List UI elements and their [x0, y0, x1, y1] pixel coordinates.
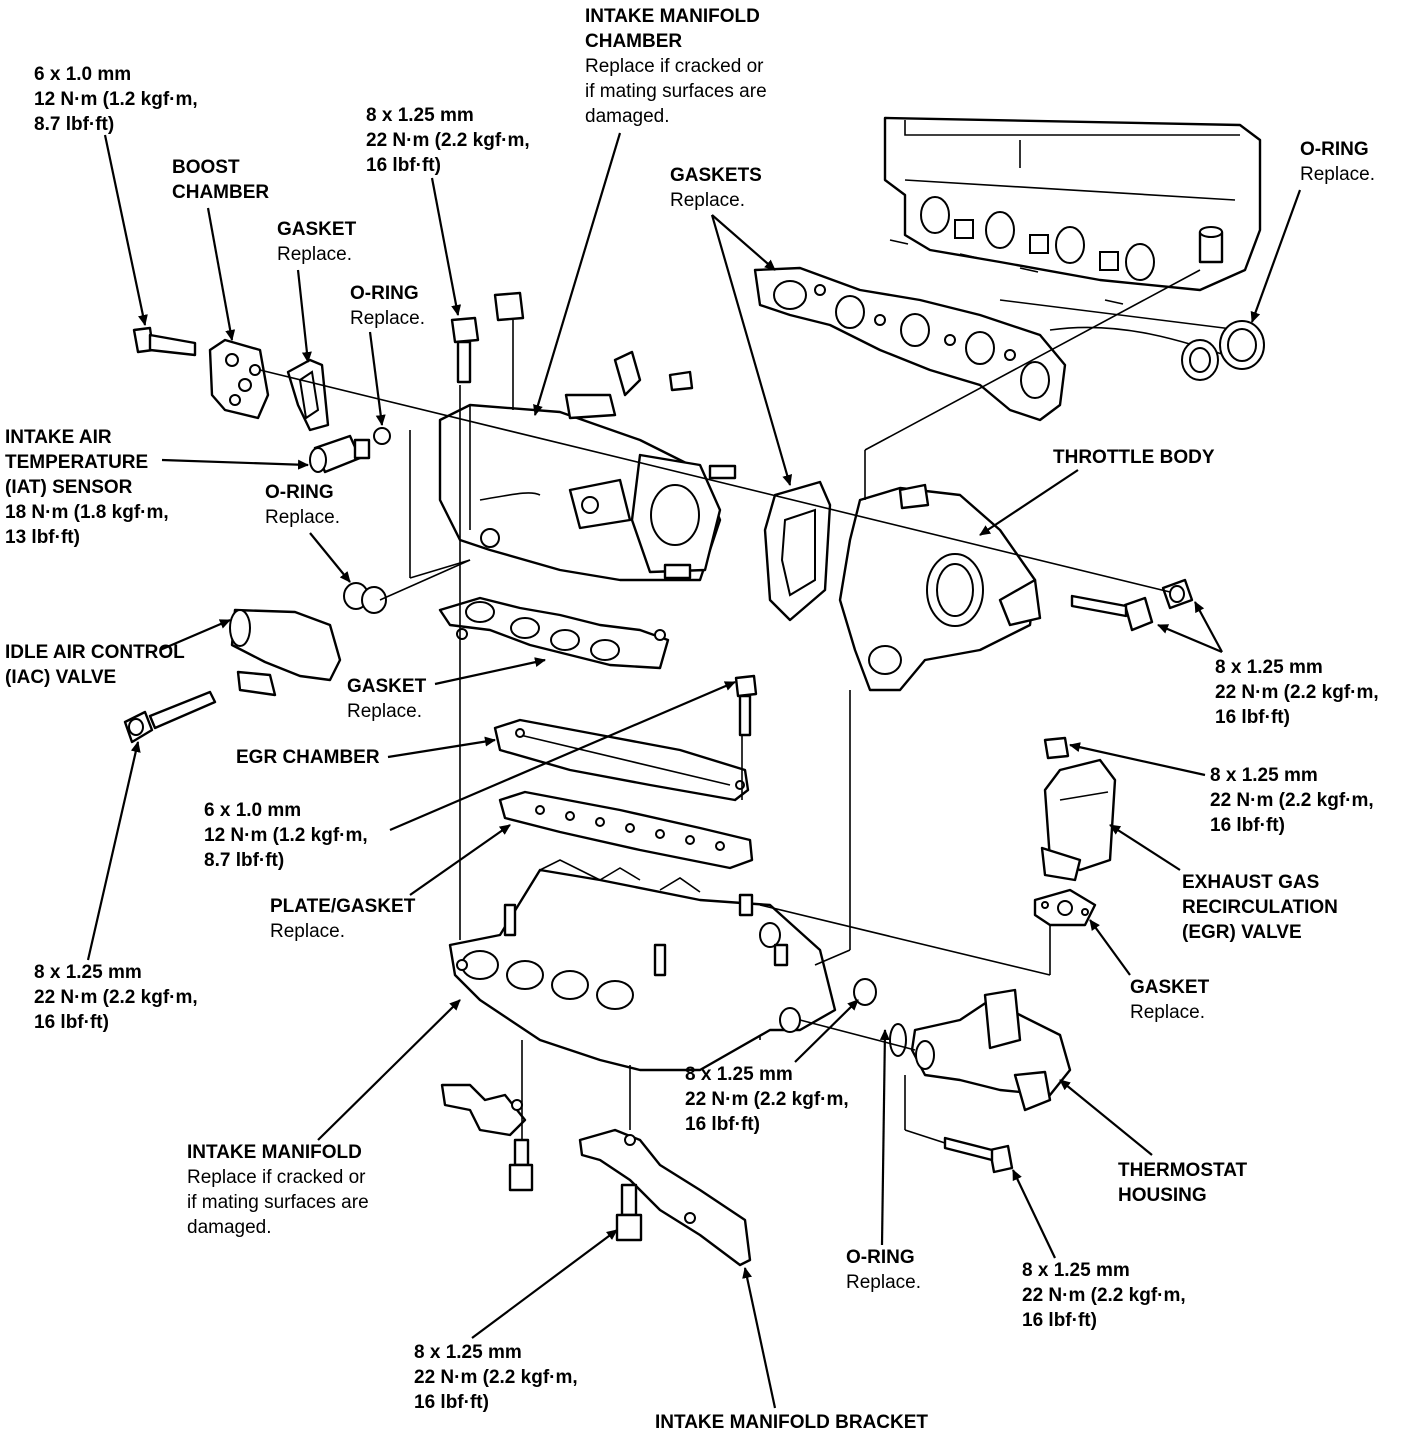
label-bolt-6x1-top: 6 x 1.0 mm 12 N·m (1.2 kgf·m, 8.7 lbf·ft…: [34, 64, 198, 135]
label-bolt-8x125-left: 8 x 1.25 mm 22 N·m (2.2 kgf·m, 16 lbf·ft…: [34, 962, 198, 1033]
label-intake-manifold-bracket: INTAKE MANIFOLD BRACKET: [655, 1412, 929, 1433]
throttle-body-gasket-part: [763, 480, 832, 622]
label-egr-chamber: EGR CHAMBER: [236, 747, 380, 768]
label-bolt-8x125-egr: 8 x 1.25 mm 22 N·m (2.2 kgf·m, 16 lbf·ft…: [1210, 765, 1374, 836]
intake-manifold-bracket-part: [578, 1128, 752, 1267]
label-bolt-8x125-therm: 8 x 1.25 mm 22 N·m (2.2 kgf·m, 16 lbf·ft…: [1022, 1260, 1186, 1331]
oring-1-part: [373, 427, 391, 445]
label-throttle-body: THROTTLE BODY: [1053, 447, 1215, 468]
label-bolt-8x125-bottom: 8 x 1.25 mm 22 N·m (2.2 kgf·m, 16 lbf·ft…: [414, 1342, 578, 1413]
label-bolt-8x125-right: 8 x 1.25 mm 22 N·m (2.2 kgf·m, 16 lbf·ft…: [1215, 657, 1379, 728]
label-thermostat-housing: THERMOSTAT HOUSING: [1118, 1160, 1248, 1206]
label-iat-sensor: INTAKE AIR TEMPERATURE (IAT) SENSOR 18 N…: [5, 427, 169, 548]
oring-top-right-part: [1219, 320, 1265, 370]
oring-2-part: [343, 582, 387, 614]
label-egr-valve: EXHAUST GAS RECIRCULATION (EGR) VALVE: [1182, 872, 1338, 943]
small-bracket-part: [440, 1083, 534, 1192]
leader-lines: [86, 132, 1302, 1409]
label-bolt-6x1-mid: 6 x 1.0 mm 12 N·m (1.2 kgf·m, 8.7 lbf·ft…: [204, 800, 368, 871]
iat-sensor-part: [309, 434, 371, 474]
label-oring-2: O-RING Replace.: [265, 482, 340, 528]
egr-valve-part: [1033, 736, 1117, 927]
intake-manifold-chamber-part: [438, 291, 737, 582]
cylinder-head: [883, 116, 1262, 381]
label-gasket-egr: GASKET Replace.: [1130, 977, 1210, 1023]
gasket-2-part: [438, 596, 670, 670]
gasket-1-part: [286, 358, 330, 432]
egr-chamber-bolt-part: [734, 674, 758, 737]
label-bolt-8x125-top: 8 x 1.25 mm 22 N·m (2.2 kgf·m, 16 lbf·ft…: [366, 105, 530, 176]
label-oring-top-right: O-RING Replace.: [1300, 139, 1375, 185]
intake-manifold-part: [448, 859, 837, 1072]
egr-chamber-part: [493, 718, 750, 802]
label-boost-chamber: BOOST CHAMBER: [172, 157, 270, 203]
label-gasket-2: GASKET Replace.: [347, 676, 427, 722]
plate-gasket-part: [498, 790, 754, 870]
label-gaskets-top: GASKETS Replace.: [670, 165, 762, 211]
label-intake-manifold-chamber: INTAKE MANIFOLD CHAMBER Replace if crack…: [585, 6, 767, 127]
label-bolt-8x125-center: 8 x 1.25 mm 22 N·m (2.2 kgf·m, 16 lbf·ft…: [685, 1064, 849, 1135]
label-oring-bottom: O-RING Replace.: [846, 1247, 921, 1293]
throttle-body-bolts-part: [1070, 578, 1194, 632]
throttle-body-part: [838, 483, 1042, 692]
assembly-guide-lines: [259, 269, 1201, 1144]
thermostat-housing-part: [853, 978, 1072, 1174]
label-iac-valve: IDLE AIR CONTROL (IAC) VALVE: [5, 642, 185, 688]
boost-chamber-part: [132, 326, 270, 420]
label-intake-manifold: INTAKE MANIFOLD Replace if cracked or if…: [187, 1142, 369, 1238]
iac-valve-part: [123, 608, 342, 744]
label-oring-1: O-RING Replace.: [350, 283, 425, 329]
label-gasket-1: GASKET Replace.: [277, 219, 357, 265]
gaskets-part: [753, 266, 1067, 422]
label-plate-gasket: PLATE/GASKET Replace.: [270, 896, 416, 942]
